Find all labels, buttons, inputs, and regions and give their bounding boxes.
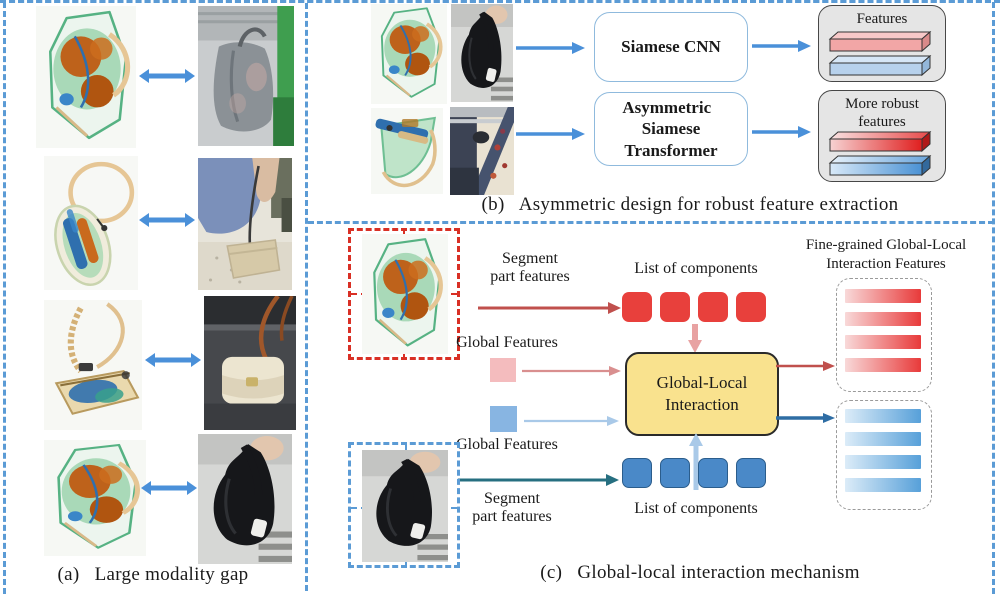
- arrow-right-icon: [516, 128, 585, 140]
- photo-bag-image-a1: [198, 6, 294, 146]
- xray-bag-image-c: [362, 234, 448, 354]
- features-label: Features: [856, 11, 908, 27]
- list-of-components-label-red: List of components: [634, 260, 758, 277]
- output-bar-blue: [845, 409, 921, 423]
- asymmetric-siamese-transformer-box: Asymmetric Siamese Transformer: [594, 92, 748, 166]
- output-bar-red: [845, 358, 921, 372]
- photo-bag-image-a2: [198, 158, 292, 290]
- arrow-right-icon-red: [776, 361, 835, 371]
- xray-bag-image-a3: [44, 300, 142, 430]
- panel-divider-horizontal: [308, 221, 994, 224]
- output-bar-red: [845, 312, 921, 326]
- arrow-up-icon-lightblue: [689, 433, 703, 490]
- feature-bar-pink: [828, 31, 932, 53]
- segment-part-features-label-blue: Segment part features: [472, 490, 552, 526]
- frame-border-bottom: [0, 0, 1000, 3]
- arrow-right-icon-teal: [458, 474, 619, 486]
- output-bar-blue: [845, 478, 921, 492]
- panel-c-caption: (c) Global-local interaction mechanism: [540, 562, 860, 583]
- output-bar-red: [845, 289, 921, 303]
- features-output-panel: Features: [818, 5, 946, 82]
- component-blue-2: [660, 458, 690, 488]
- feature-bar-red-gradient: [828, 131, 932, 153]
- photo-bag-image-b2: [450, 107, 514, 195]
- global-local-interaction-box: Global-Local Interaction: [625, 352, 779, 436]
- bidirectional-arrow-icon: [145, 353, 201, 367]
- component-blue-4: [736, 458, 766, 488]
- global-features-label-red: Global Features: [456, 334, 558, 351]
- xray-bag-image-b2: [371, 108, 443, 194]
- arrow-right-icon: [516, 42, 585, 54]
- component-blue-1: [622, 458, 652, 488]
- arrow-right-icon-red: [478, 302, 621, 314]
- xray-bag-image-a1: [36, 6, 136, 148]
- global-features-label-blue: Global Features: [456, 436, 558, 453]
- feature-bar-blue: [828, 55, 932, 77]
- photo-bag-image-a4: [198, 434, 292, 564]
- arrow-right-icon-pink: [522, 366, 621, 376]
- asym-label-line1: Asymmetric Siamese: [622, 98, 720, 139]
- component-red-4: [736, 292, 766, 322]
- frame-border-right: [992, 2, 995, 594]
- bidirectional-arrow-icon: [139, 213, 195, 227]
- segment-part-features-label-red: Segment part features: [490, 250, 570, 286]
- fine-grained-features-blue-box: [836, 400, 932, 510]
- global-feature-square-blue: [490, 406, 517, 432]
- xray-bag-image-a2: [44, 156, 138, 290]
- feature-bar-blue-gradient: [828, 155, 932, 177]
- arrow-right-icon-lightblue: [524, 416, 619, 426]
- output-bar-blue: [845, 432, 921, 446]
- panel-a-caption: (a) Large modality gap: [57, 564, 249, 585]
- siamese-cnn-label: Siamese CNN: [621, 37, 721, 57]
- robust-label-line1: More robust: [845, 96, 919, 112]
- bidirectional-arrow-icon: [139, 69, 195, 83]
- photo-bag-image-b1: [451, 4, 513, 102]
- list-of-components-label-blue: List of components: [634, 500, 758, 517]
- output-bar-blue: [845, 455, 921, 469]
- output-bar-red: [845, 335, 921, 349]
- panel-divider-vertical: [305, 3, 308, 591]
- frame-border-left: [3, 2, 6, 594]
- fine-grained-features-red-box: [836, 278, 932, 392]
- photo-bag-image-a3: [204, 296, 296, 430]
- bidirectional-arrow-icon: [141, 481, 197, 495]
- component-red-3: [698, 292, 728, 322]
- global-feature-square-pink: [490, 358, 516, 382]
- asym-label-line2: Transformer: [624, 140, 718, 160]
- robust-features-output-panel: More robust features: [818, 90, 946, 182]
- component-red-1: [622, 292, 652, 322]
- fine-grained-output-title: Fine-grained Global-Local Interaction Fe…: [805, 237, 967, 272]
- arrow-right-icon: [752, 126, 811, 138]
- arrow-down-icon-pink: [688, 324, 702, 353]
- siamese-cnn-box: Siamese CNN: [594, 12, 748, 82]
- panel-b-caption: (b) Asymmetric design for robust feature…: [481, 194, 899, 215]
- arrow-right-icon: [752, 40, 811, 52]
- component-red-2: [660, 292, 690, 322]
- arrow-right-icon-darkblue: [776, 413, 835, 423]
- robust-label-line2: features: [858, 114, 906, 130]
- xray-bag-image-b1: [371, 4, 447, 104]
- photo-bag-image-c: [362, 450, 448, 562]
- component-blue-3: [698, 458, 728, 488]
- xray-bag-image-a4: [44, 440, 146, 556]
